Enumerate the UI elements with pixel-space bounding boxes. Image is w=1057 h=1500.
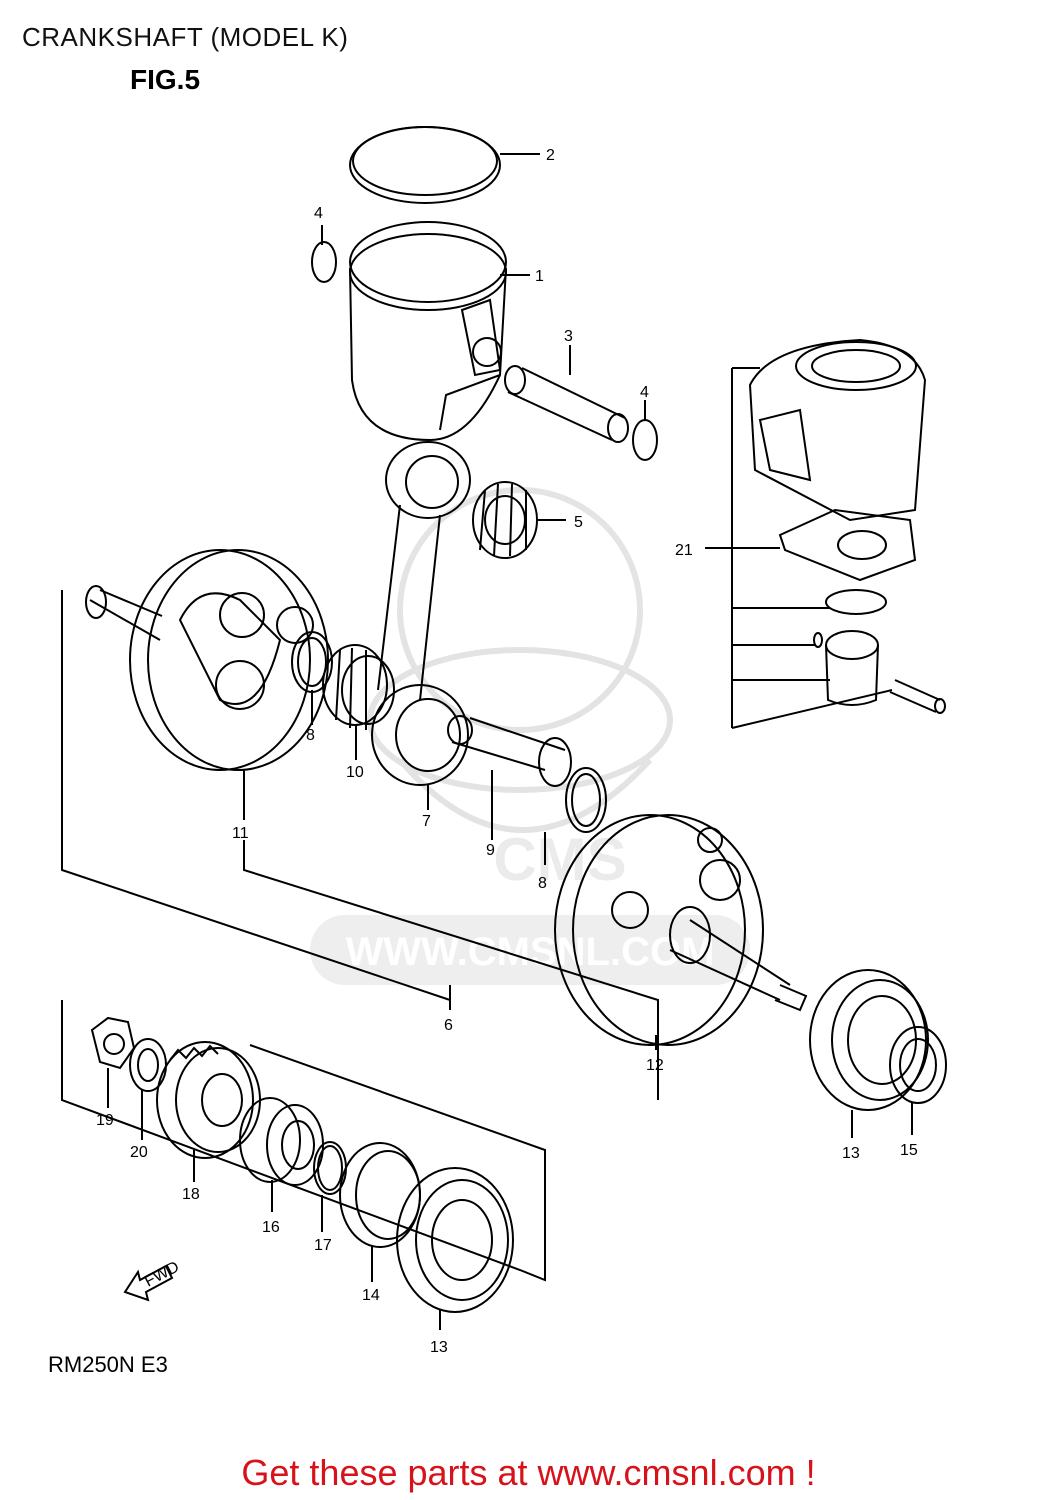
callout-1: 1 — [535, 268, 544, 285]
fwd-arrow-icon — [123, 1264, 174, 1302]
crank-half-left — [85, 549, 329, 771]
kit-piston-ring — [825, 589, 887, 615]
callout-19: 19 — [96, 1112, 114, 1129]
fwd-label: FWD — [142, 1258, 182, 1290]
callout-2: 2 — [546, 147, 555, 164]
callout-13-right: 13 — [842, 1145, 860, 1162]
callout-18: 18 — [182, 1186, 200, 1203]
callout-4-right: 4 — [640, 384, 649, 401]
callout-7: 7 — [422, 813, 431, 830]
callout-8-right: 8 — [538, 875, 547, 892]
cylinder-gasket — [778, 508, 917, 582]
thrust-washer-right — [565, 767, 607, 833]
lock-washer — [129, 1038, 167, 1092]
callout-21: 21 — [675, 542, 693, 559]
callout-8-left: 8 — [306, 727, 315, 744]
kit-piston-pin — [889, 679, 946, 714]
model-code: RM250N E3 — [48, 1352, 168, 1377]
page-title: CRANKSHAFT (MODEL K) — [22, 22, 349, 52]
callout-14: 14 — [362, 1287, 380, 1304]
bearing-right — [809, 969, 929, 1111]
crank-pin — [447, 715, 572, 787]
primary-drive-gear — [156, 1041, 261, 1159]
oil-seal-right — [889, 1026, 947, 1104]
callout-15: 15 — [900, 1142, 918, 1159]
crank-nut — [90, 1016, 136, 1070]
watermark-logo: CMS — [493, 826, 626, 893]
figure-label: FIG.5 — [130, 64, 201, 95]
piston-pin-clip-left — [311, 241, 337, 283]
piston-ring — [349, 126, 501, 204]
kit-piston — [813, 630, 879, 706]
callout-6: 6 — [444, 1017, 453, 1034]
watermark-url: WWW.CMSNL.COM — [346, 930, 715, 974]
footer-cta-link[interactable]: Get these parts at www.cmsnl.com ! — [241, 1452, 816, 1493]
piston-pin-clip-right — [632, 419, 658, 461]
cylinder — [748, 338, 927, 522]
callout-4-left: 4 — [314, 205, 323, 222]
connecting-rod — [371, 441, 471, 786]
callout-10: 10 — [346, 764, 364, 781]
crank-half-right — [554, 814, 808, 1046]
callout-3: 3 — [564, 328, 573, 345]
piston — [349, 221, 507, 442]
top-end-kit-bracket — [731, 367, 893, 729]
bearing-left — [396, 1167, 514, 1313]
crankshaft-assembly-bracket — [61, 590, 659, 1100]
callout-17: 17 — [314, 1237, 332, 1254]
piston-pin — [504, 365, 629, 443]
cmsnl-watermark: WWW.CMSNL.COM CMS — [310, 487, 750, 985]
callout-12: 12 — [646, 1057, 664, 1074]
callout-20: 20 — [130, 1144, 148, 1161]
callout-5: 5 — [574, 514, 583, 531]
callout-11: 11 — [232, 825, 249, 842]
callout-16: 16 — [262, 1219, 280, 1236]
callout-13-left: 13 — [430, 1339, 448, 1356]
oil-seal-left — [339, 1142, 421, 1248]
callout-9: 9 — [486, 842, 495, 859]
